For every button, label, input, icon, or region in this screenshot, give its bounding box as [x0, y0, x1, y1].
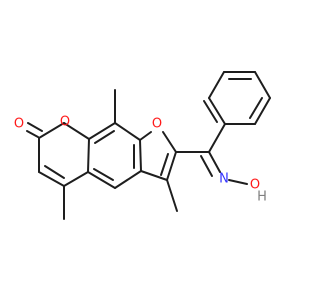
- bond-c2-o1: [38, 122, 65, 139]
- bond-c4b-c4a-double: [93, 168, 114, 181]
- bond-c4b-c4a: [87, 171, 116, 189]
- bond-c2f-c3f: [166, 151, 177, 181]
- bond-c8a-c8: [88, 122, 116, 140]
- bond-c2-o-carbonyl: [26, 130, 39, 138]
- bond-c4a-c4: [63, 171, 89, 187]
- bond-ph1-ph2-double: [203, 100, 218, 123]
- bond-n-o-hydroxyl: [228, 179, 248, 185]
- bond-c7a-o-furan: [139, 131, 152, 141]
- bond-c7a-c3a: [139, 139, 142, 172]
- bond-ph5-ph6-double: [249, 97, 263, 119]
- ring-oxygen-label: O: [60, 115, 70, 130]
- bond-c-oxime-n-double: [200, 155, 213, 177]
- bond-layer: [26, 71, 271, 220]
- oxime-nitrogen-label: N: [219, 172, 229, 187]
- bond-ph2-ph3: [208, 71, 225, 99]
- bond-ph1-ph2: [208, 97, 226, 125]
- atom-label-layer: O O O N O H: [14, 115, 267, 205]
- bond-c4-c3: [38, 171, 65, 187]
- hydroxyl-hydrogen-label: H: [257, 190, 267, 205]
- bond-c-oxime-phenyl: [208, 123, 226, 153]
- bond-c3f-methyl: [166, 179, 178, 212]
- carbonyl-oxygen-label: O: [14, 117, 24, 132]
- bond-ph5-ph6: [254, 97, 271, 125]
- bond-ph4-ph5: [254, 71, 271, 99]
- bond-c8a-c8-double: [94, 130, 115, 144]
- bond-c2f-c3f-double: [160, 153, 169, 176]
- bond-c3-c4-double: [44, 165, 65, 179]
- bond-c3a-c4b: [114, 170, 142, 189]
- structure-svg: O O O N O H: [14, 71, 271, 220]
- bond-c-oxime-n: [208, 151, 221, 173]
- bond-c2-o-carbonyl-double: [27, 122, 43, 132]
- bond-c8a-c4a: [87, 138, 90, 173]
- bond-o-furan-c2f: [162, 131, 177, 153]
- bond-o1-c8a: [63, 122, 90, 140]
- hydroxyl-oxygen-label: O: [250, 178, 260, 193]
- bond-c3f-c3a: [140, 170, 168, 181]
- furan-oxygen-label: O: [152, 117, 162, 132]
- bond-c8-c7a: [114, 122, 141, 141]
- molecule-diagram: O O O N O H: [14, 71, 271, 220]
